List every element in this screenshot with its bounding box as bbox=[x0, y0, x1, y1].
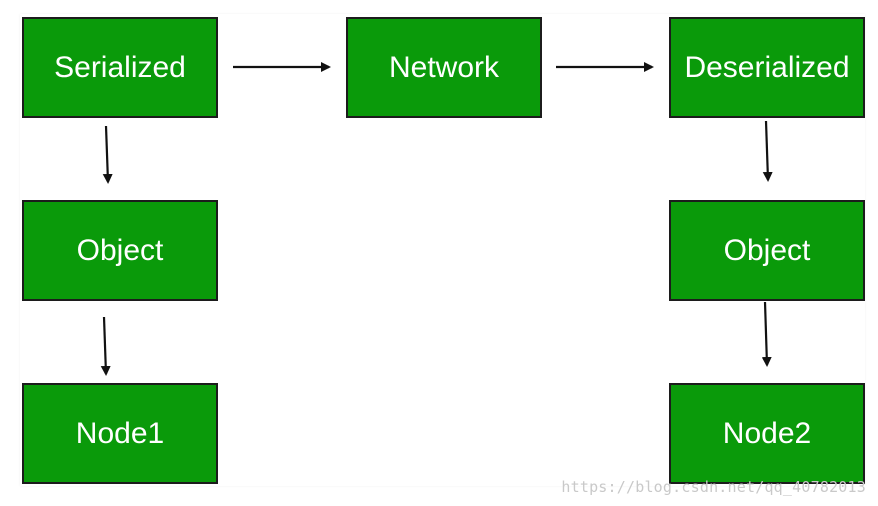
node-node2: Node2 bbox=[669, 383, 865, 484]
node-node1: Node1 bbox=[22, 383, 218, 484]
node-network: Network bbox=[346, 17, 542, 118]
node-serialized: Serialized bbox=[22, 17, 218, 118]
node-deserialized: Deserialized bbox=[669, 17, 865, 118]
watermark-url: https://blog.csdn.net/qq_40782013 bbox=[561, 478, 866, 496]
node-object-right: Object bbox=[669, 200, 865, 301]
node-object-left: Object bbox=[22, 200, 218, 301]
